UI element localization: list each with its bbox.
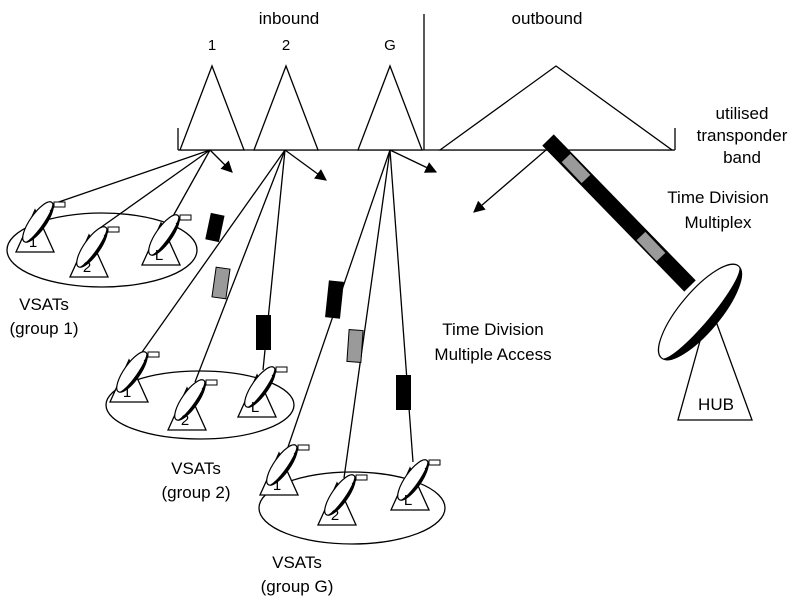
- vsat-terminal: 1: [258, 444, 310, 496]
- utilised-label-line-1: utilised: [716, 104, 769, 123]
- burst-6: [396, 375, 411, 410]
- group-g-label-line-1: VSATs: [272, 553, 322, 572]
- vsat-group-2: 1 2 L VSATs (group 2): [105, 351, 295, 502]
- vsat-group-g: 1 2 L VSATs (group G): [258, 444, 446, 596]
- vsat-terminal: 1: [14, 201, 66, 253]
- group-1-links: [49, 149, 233, 229]
- vsat-terminal: L: [140, 214, 192, 266]
- terminal-label: 1: [123, 384, 131, 401]
- terminal-label: L: [404, 492, 412, 509]
- vsat-terminal: L: [236, 366, 288, 418]
- group-1-label-line-1: VSATs: [19, 295, 69, 314]
- hub-station: HUB: [657, 263, 753, 421]
- terminal-label: L: [251, 399, 259, 416]
- burst-3: [256, 315, 271, 350]
- carrier-2-label: 2: [282, 37, 290, 54]
- terminal-label: 2: [331, 507, 339, 524]
- outbound-links: [473, 134, 696, 292]
- tdm-label-line-1: Time Division: [667, 188, 768, 207]
- vsat-terminal: 1: [108, 351, 160, 403]
- vsat-terminal: 2: [316, 474, 368, 526]
- outbound-arrow: [473, 149, 547, 213]
- burst-1: [205, 212, 225, 243]
- burst-4: [325, 280, 344, 319]
- tdma-bursts: [205, 212, 411, 410]
- group-g-ellipse: [258, 471, 446, 545]
- hub-dish: [657, 263, 743, 361]
- carrier-2-spectrum: [253, 64, 319, 151]
- vsat-group-1: 1 2 L VSATs (group 1): [6, 201, 198, 338]
- tdma-label-line-2: Multiple Access: [434, 345, 551, 364]
- tdma-label-line-1: Time Division: [442, 320, 543, 339]
- terminal-label: L: [155, 247, 163, 264]
- group-1-label-line-2: (group 1): [10, 319, 79, 338]
- burst-2: [211, 266, 231, 300]
- burst-5: [346, 329, 364, 363]
- tdm-stream-slot-grey-2: [636, 231, 666, 262]
- group-2-label-line-2: (group 2): [162, 483, 231, 502]
- carrier-1-label: 1: [208, 37, 216, 54]
- transponder-band: inbound outbound 1 2 G utilised transpon…: [177, 9, 788, 167]
- group-g-links: [287, 149, 438, 479]
- carrier-g-spectrum: [357, 64, 423, 151]
- vsat-terminal: 2: [68, 226, 120, 278]
- carrier-g-label: G: [384, 37, 396, 54]
- group-1-ellipse: [6, 212, 198, 288]
- group-2-arrow: [284, 149, 327, 181]
- group-1-arrow: [209, 149, 233, 173]
- group-2-ellipse: [105, 370, 295, 440]
- group-2-label-line-1: VSATs: [171, 459, 221, 478]
- terminal-label: 2: [83, 259, 91, 276]
- utilised-label-line-2: transponder: [697, 126, 788, 145]
- vsat-terminal: L: [389, 459, 441, 511]
- inbound-label: inbound: [259, 9, 320, 28]
- terminal-label: 1: [29, 234, 37, 251]
- carrier-1-spectrum: [179, 64, 245, 151]
- hub-label: HUB: [698, 395, 734, 414]
- outbound-label: outbound: [512, 9, 583, 28]
- hub-mount: [677, 302, 753, 421]
- group-2-links: [139, 149, 327, 383]
- terminal-label: 1: [273, 477, 281, 494]
- utilised-label-line-3: band: [723, 148, 761, 167]
- tdm-label-line-2: Multiplex: [684, 213, 752, 232]
- terminal-label: 2: [181, 412, 189, 429]
- vsat-terminal: 2: [166, 379, 218, 431]
- group-g-arrow: [389, 149, 438, 173]
- tdm-stream-slot-grey-1: [561, 153, 591, 184]
- group-g-label-line-2: (group G): [261, 577, 334, 596]
